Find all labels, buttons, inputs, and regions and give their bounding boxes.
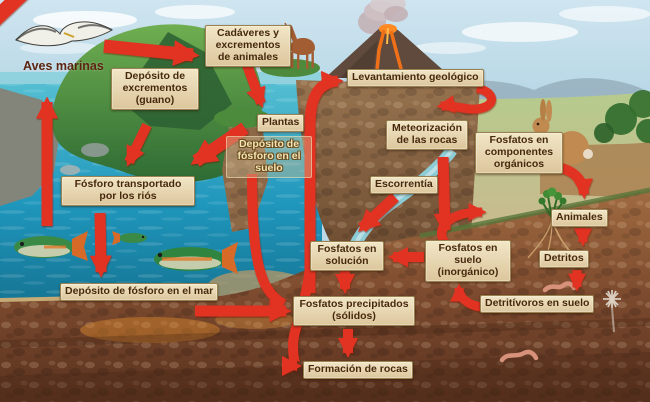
- node-fosforo-rios: Fósforo transportado por los riós: [61, 176, 195, 206]
- node-formacion-rocas: Formación de rocas: [303, 361, 413, 379]
- arrow-meteorizacion-to-fosfatos-suelo: [433, 156, 456, 236]
- arrow-cadaveres-to-plantas: [242, 63, 266, 108]
- node-deposito-mar: Depósito de fósforo en el mar: [60, 283, 219, 301]
- node-plantas: Plantas: [257, 114, 305, 132]
- arrow-detritivoros-to-fosfatos-suelo: [450, 283, 482, 312]
- arrow-levantamiento-to-meteorizacion: [436, 83, 496, 114]
- seabird-illustration: [15, 21, 113, 47]
- plant-with-roots: [527, 187, 577, 264]
- node-deposito-guano: Depósito de excrementos (guano): [111, 68, 199, 110]
- node-componentes-organicos: Fosfatos en componentes orgánicos: [475, 132, 563, 174]
- node-fosfatos-precipitados: Fosfatos precipitados (sólidos): [293, 296, 415, 326]
- node-detritos: Detritos: [539, 250, 589, 268]
- node-meteorizacion: Meteorización de las rocas: [386, 120, 468, 150]
- dandelion-starburst-icon: [603, 290, 621, 333]
- arrow-deposito-suelo-down: [247, 173, 287, 309]
- node-escorrentia: Escorrentía: [370, 176, 438, 194]
- arrow-guano-to-rios: [124, 122, 152, 167]
- fish-illustrations: [14, 231, 238, 274]
- arrow-aves-to-cadaveres: [103, 39, 200, 66]
- arrow-suelo-to-rios: [190, 122, 249, 167]
- node-levantamiento: Levantamiento geológico: [347, 69, 484, 87]
- arrow-offscreen-corner: [0, 0, 27, 25]
- node-detritivoros: Detritívoros en suelo: [480, 295, 595, 313]
- node-fosfatos-suelo-inorganico: Fosfatos en suelo (inorgánico): [425, 240, 511, 282]
- node-animales: Animales: [551, 209, 608, 227]
- arrow-rios-to-mar: [89, 212, 112, 278]
- node-fosfatos-solucion: Fosfatos en solución: [310, 241, 384, 271]
- arrow-escorrentia-to-solucion: [357, 192, 399, 233]
- erupting-volcano: [325, 0, 452, 78]
- arrow-precipitados-to-levantamiento: [304, 70, 344, 293]
- label-aves-marinas: Aves marinas: [23, 59, 104, 73]
- node-deposito-fosforo-suelo: Depósito de fósforo en el suelo: [226, 136, 312, 178]
- node-cadaveres: Cadáveres y excrementos de animales: [205, 25, 291, 67]
